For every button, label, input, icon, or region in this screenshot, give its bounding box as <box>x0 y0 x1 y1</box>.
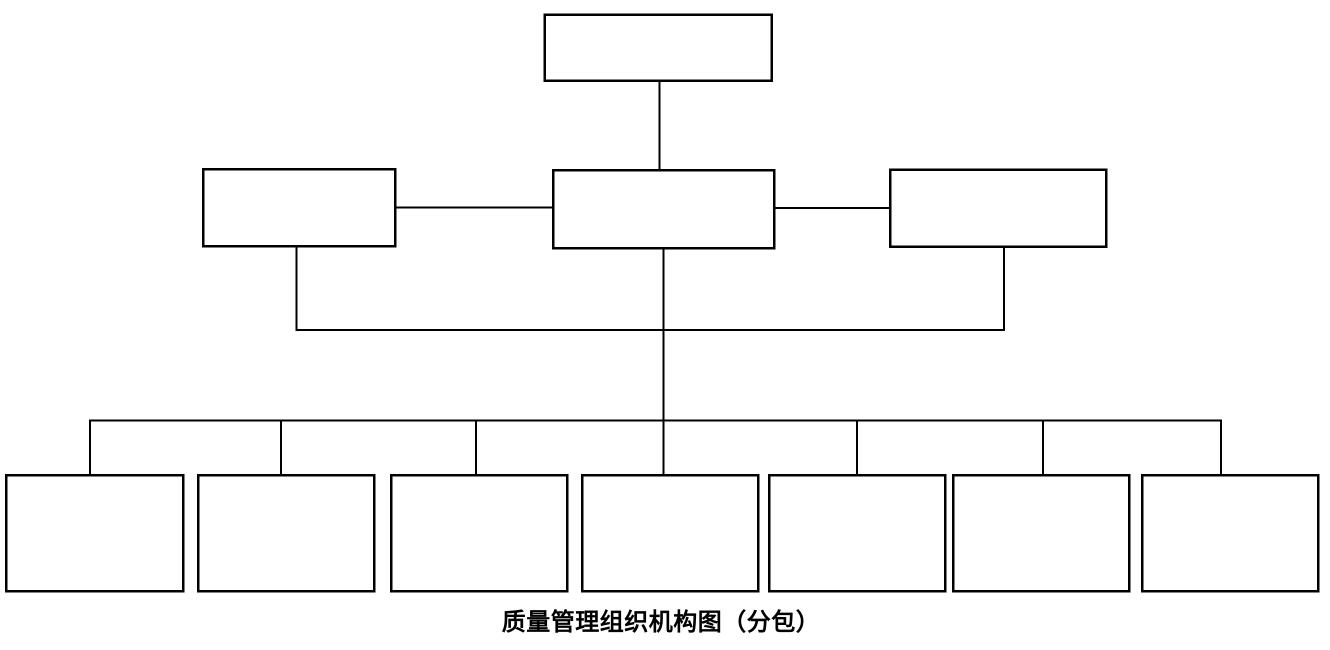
node-level2-center <box>551 168 776 250</box>
node-level3-5 <box>767 473 947 593</box>
node-level3-6 <box>951 473 1131 593</box>
node-level3-3 <box>389 473 569 593</box>
node-top <box>543 13 773 82</box>
node-level3-4 <box>580 473 760 593</box>
node-level3-2 <box>196 473 376 593</box>
node-level3-1 <box>4 473 185 593</box>
node-level2-left <box>201 167 397 248</box>
connectors <box>88 81 1223 476</box>
diagram-caption: 质量管理组织机构图（分包） <box>501 610 821 636</box>
node-level2-right <box>888 168 1108 248</box>
node-level3-7 <box>1140 473 1320 593</box>
